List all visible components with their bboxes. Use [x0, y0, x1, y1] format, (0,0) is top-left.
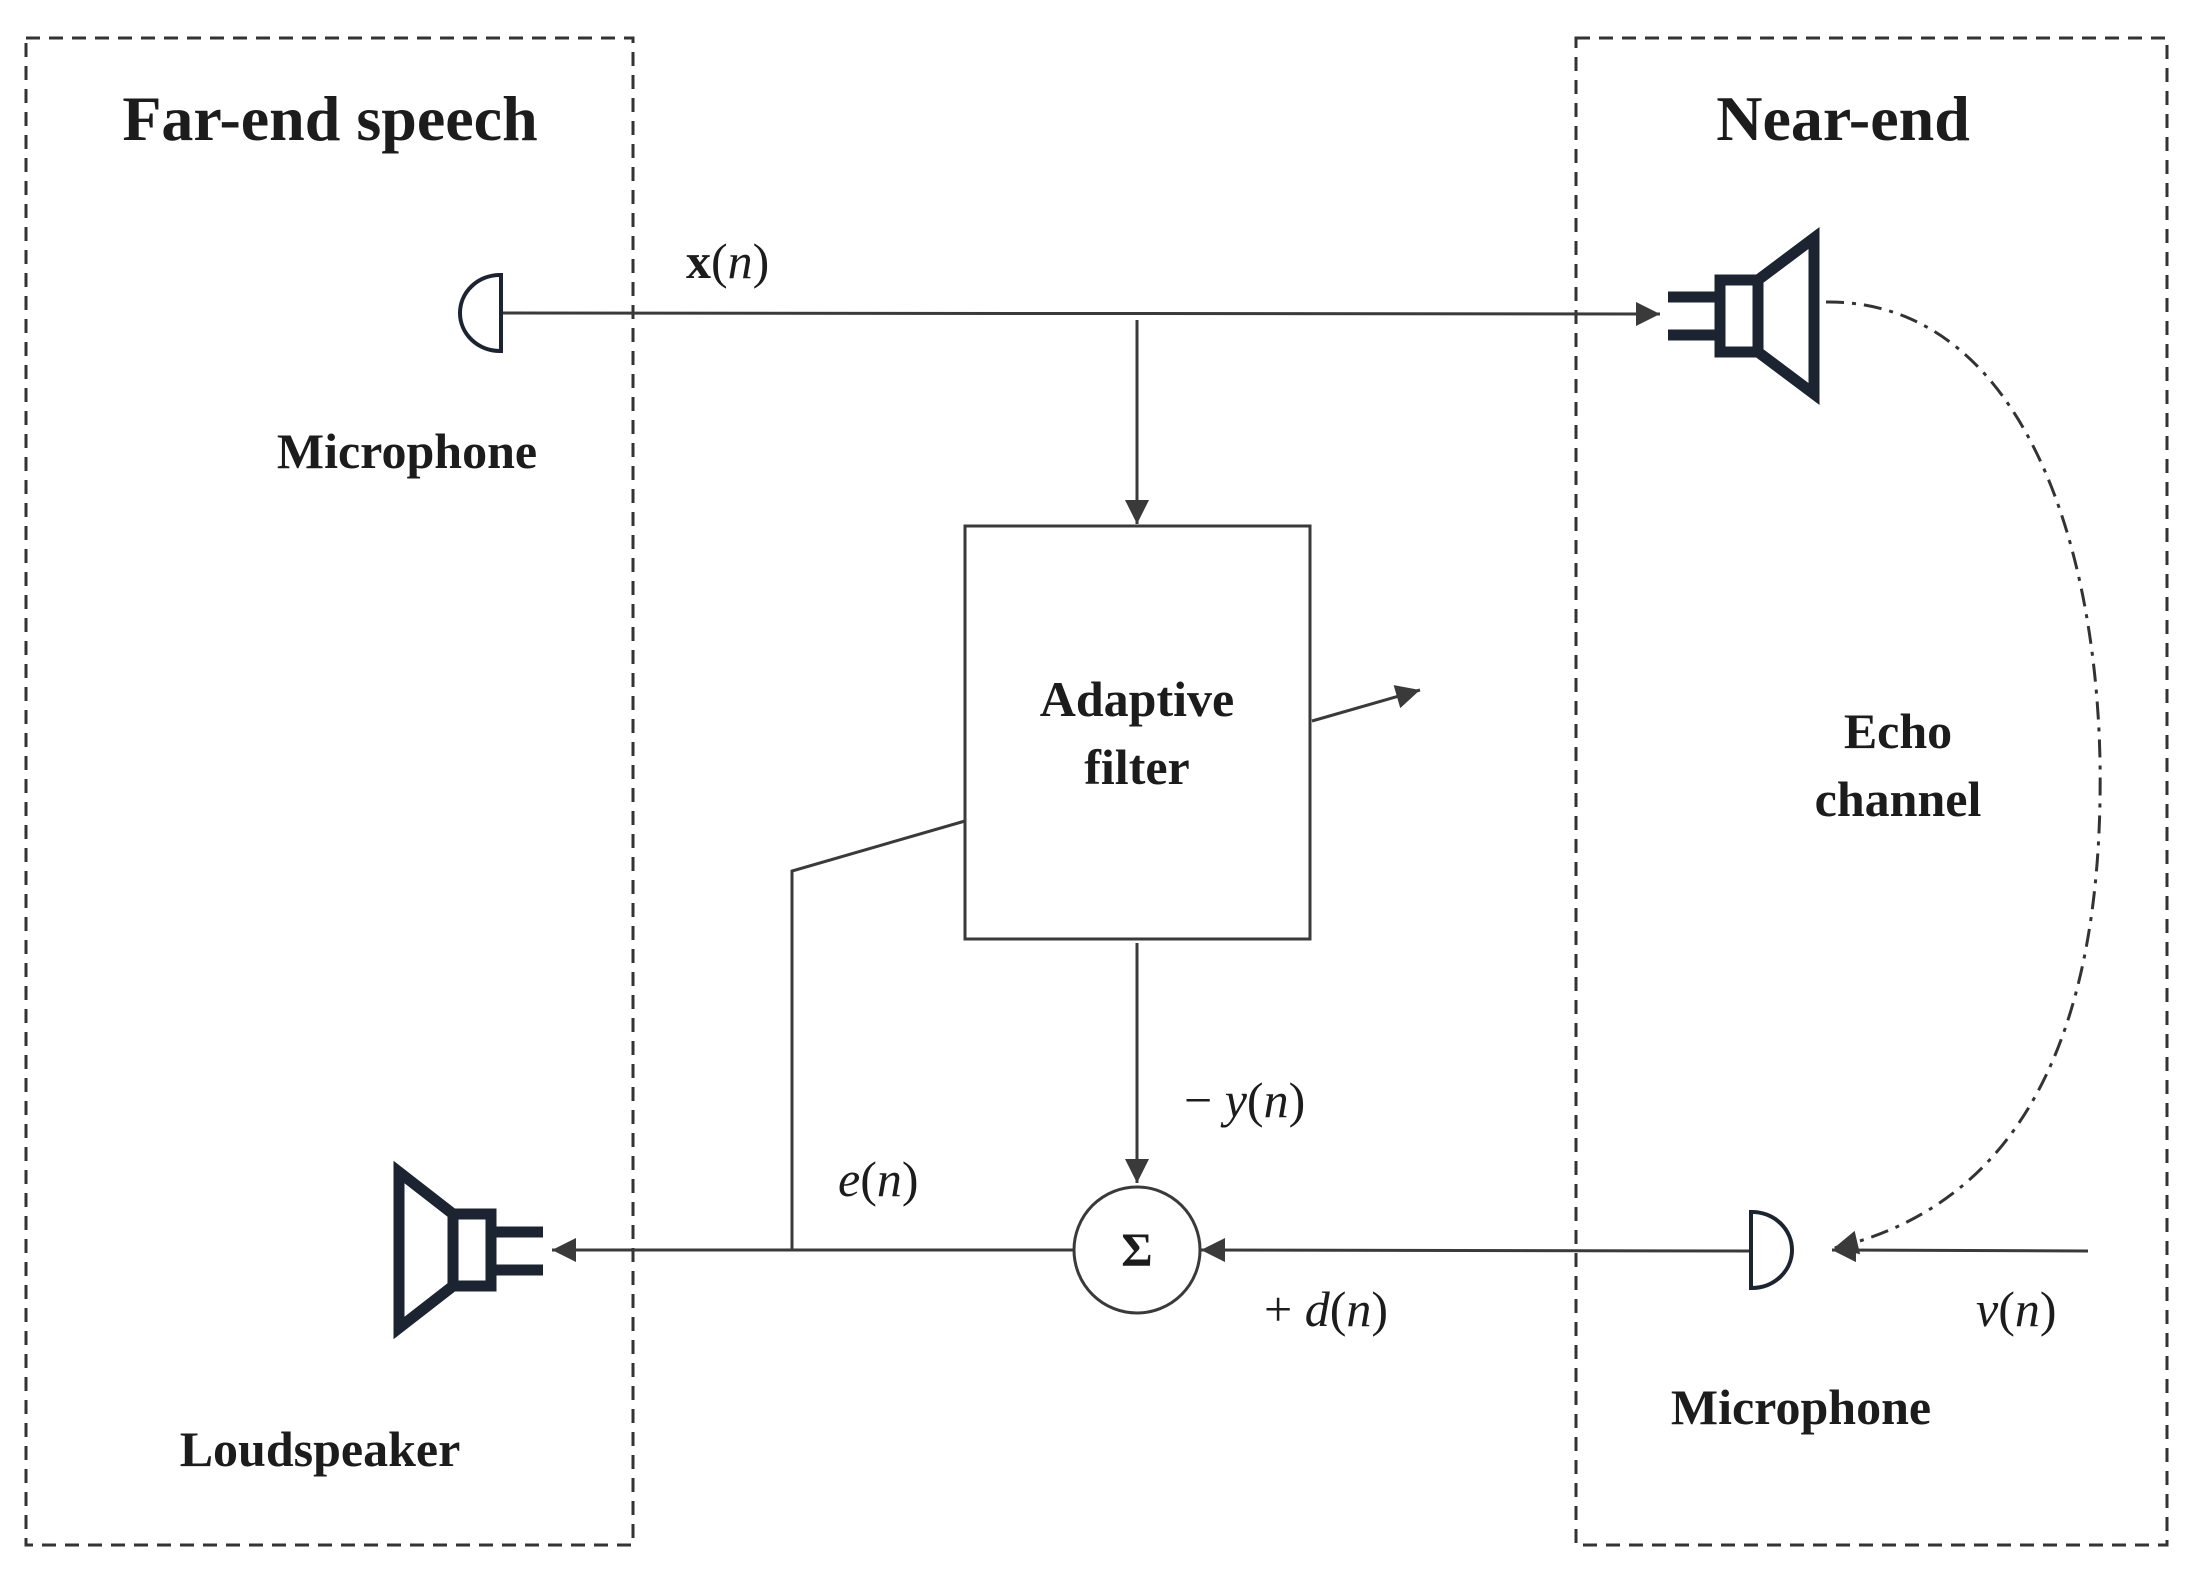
near-end-region [1574, 36, 2169, 1547]
filter-adjust-arrow [1311, 685, 1421, 723]
near-microphone-label: Microphone [1671, 1379, 1931, 1435]
d-signal-line [1200, 1238, 1751, 1263]
far-end-title: Far-end speech [122, 83, 537, 154]
far-loudspeaker-icon [393, 1160, 543, 1340]
far-end-region [24, 36, 635, 1547]
echo-channel-label-line1: Echo [1844, 703, 1952, 759]
adaptive-filter-block [963, 524, 1312, 941]
v-signal-line [1831, 1238, 2089, 1263]
near-microphone-icon [1749, 1210, 1794, 1290]
error-feedback-line [790, 819, 966, 1250]
near-end-title: Near-end [1716, 83, 1970, 154]
e-signal-label: e(n) [838, 1151, 919, 1207]
near-loudspeaker-icon [1668, 227, 1820, 405]
x-signal-label: x(n) [686, 233, 769, 289]
far-microphone-icon [458, 273, 503, 353]
y-signal-label: − y(n) [1184, 1072, 1305, 1128]
d-signal-label: + d(n) [1264, 1281, 1388, 1337]
far-microphone-label: Microphone [277, 423, 537, 479]
far-loudspeaker-label: Loudspeaker [180, 1421, 461, 1477]
echo-channel-path [1825, 300, 2102, 1255]
adaptive-filter-label-line1: Adaptive [1040, 671, 1234, 727]
x-signal-line [502, 301, 1661, 326]
echo-channel-label-line2: channel [1815, 771, 1982, 827]
v-signal-label: v(n) [1976, 1281, 2057, 1337]
adaptive-filter-label-line2: filter [1084, 739, 1189, 795]
summer-symbol: Σ [1121, 1224, 1152, 1277]
